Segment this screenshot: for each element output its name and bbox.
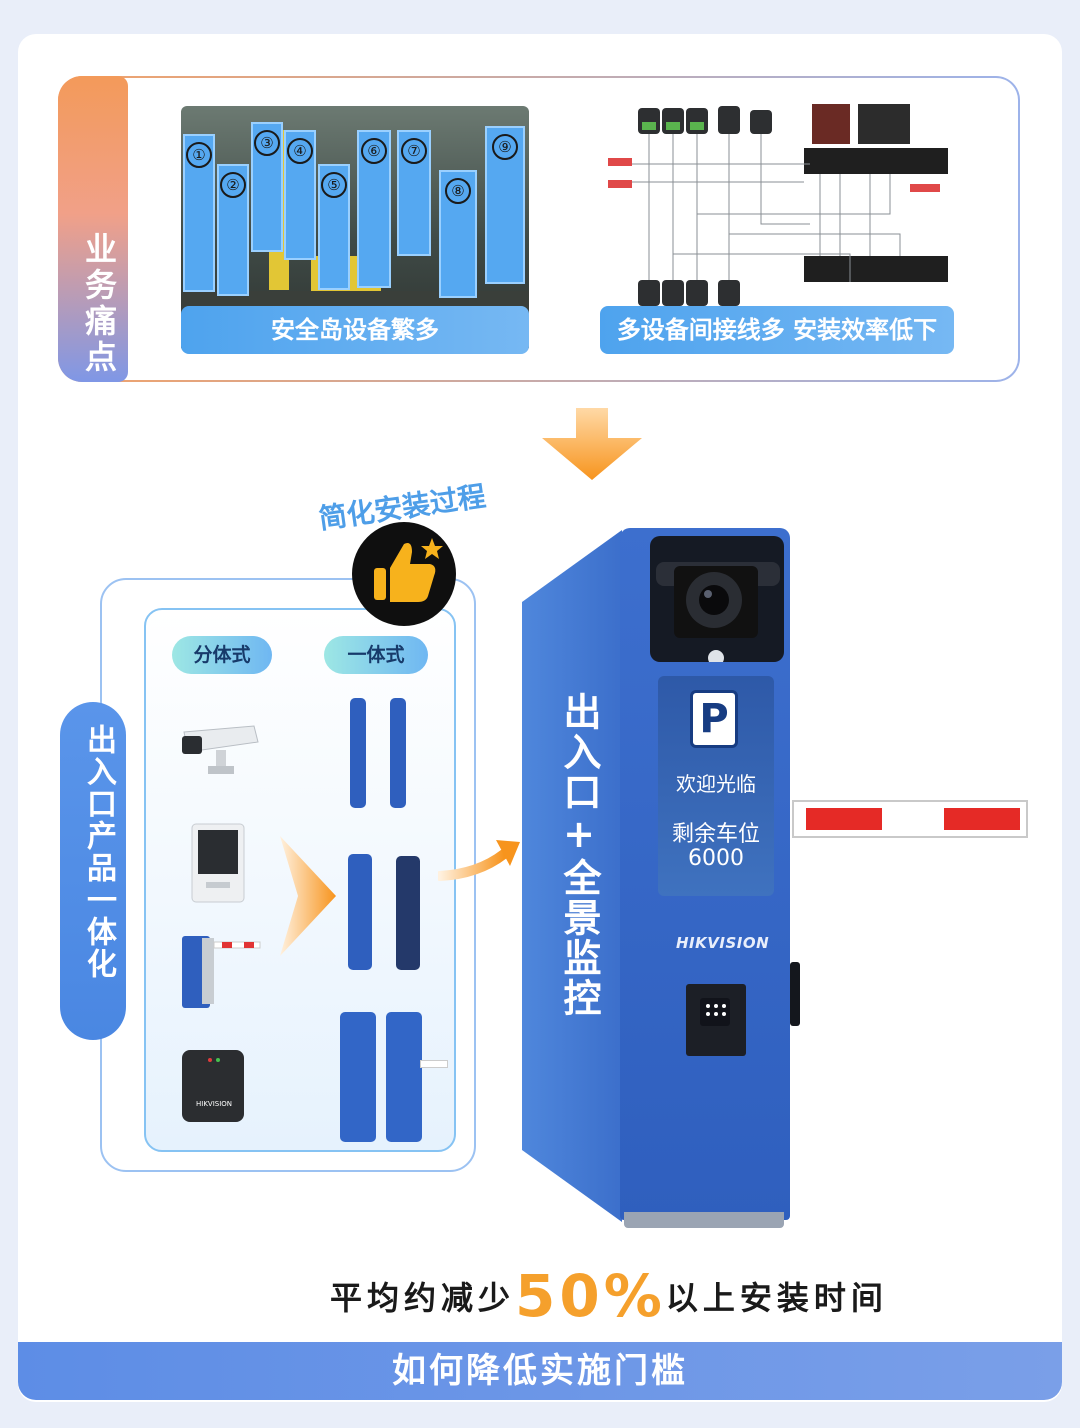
slot-number: ③ xyxy=(254,130,280,156)
qr-scanner-icon xyxy=(686,984,746,1056)
slot-number: ① xyxy=(186,142,212,168)
terminal-base xyxy=(624,1212,784,1228)
brand-logo: HIKVISION xyxy=(676,934,770,952)
device-slot-9: ⑨ xyxy=(485,126,525,284)
footer-title: 如何降低实施门槛 xyxy=(18,1342,1062,1400)
device-slot-6: ⑥ xyxy=(357,130,391,288)
integration-side-label: 出入口产品一体化 xyxy=(81,724,116,980)
parking-display-screen: P 欢迎光临 剩余车位 6000 xyxy=(658,676,774,896)
slot-number: ⑤ xyxy=(321,172,347,198)
bullet-camera-icon xyxy=(182,725,259,774)
screen-welcome-text: 欢迎光临 xyxy=(676,772,756,796)
integrated-post-2 xyxy=(390,698,406,808)
integrated-type-pill: 一体式 xyxy=(324,636,428,674)
mini-barrier-arm xyxy=(420,1060,448,1068)
slot-number: ⑦ xyxy=(401,138,427,164)
split-type-pill: 分体式 xyxy=(172,636,272,674)
wiring-diagram xyxy=(608,104,948,306)
slot-number: ② xyxy=(220,172,246,198)
chevron-right-icon xyxy=(280,836,336,956)
slot-number: ⑥ xyxy=(361,138,387,164)
summary-line: 平均约减少50%以上安装时间 xyxy=(330,1262,888,1330)
device-slot-5: ⑤ xyxy=(318,164,350,290)
wiring-caption: 多设备间接线多 安装效率低下 xyxy=(600,306,954,354)
display-screen-icon xyxy=(191,823,245,903)
controller-box-icon xyxy=(182,1050,244,1122)
summary-prefix: 平均约减少 xyxy=(330,1279,516,1317)
integrated-post-5 xyxy=(340,1012,376,1142)
integrated-post-3 xyxy=(348,854,372,970)
integrated-post-1 xyxy=(350,698,366,808)
thumbs-up-icon xyxy=(352,522,456,626)
device-slot-3: ③ xyxy=(251,122,283,252)
device-slot-1: ① xyxy=(183,134,215,292)
terminal-vertical-text: 出入口+全景监控 xyxy=(557,692,601,1018)
barrier-gate-icon xyxy=(182,936,261,1008)
slot-number: ⑧ xyxy=(445,178,471,204)
curved-arrow-icon xyxy=(438,840,520,881)
summary-highlight: 50% xyxy=(515,1262,666,1330)
summary-suffix: 以上安装时间 xyxy=(665,1279,888,1317)
screen-spaces-value: 6000 xyxy=(688,846,744,871)
screen-spaces-label: 剩余车位 xyxy=(671,822,760,847)
pain-points-tab-label: 业务痛点 xyxy=(80,232,118,376)
slot-number: ④ xyxy=(287,138,313,164)
device-slot-2: ② xyxy=(217,164,249,296)
parking-p-icon: P xyxy=(690,690,738,748)
integration-side-tab: 出入口产品一体化 xyxy=(60,702,126,1040)
barrier-arm xyxy=(792,800,1028,838)
terminal-side-slot xyxy=(790,962,800,1026)
pain-points-tab: 业务痛点 xyxy=(58,76,128,382)
camera-lens-icon xyxy=(650,536,784,662)
photo-caption: 安全岛设备繁多 xyxy=(181,306,529,354)
down-arrow-icon xyxy=(542,408,642,480)
device-slot-4: ④ xyxy=(284,130,316,260)
terminal-side-panel xyxy=(522,530,622,1222)
integrated-post-6 xyxy=(386,1012,422,1142)
device-slot-7: ⑦ xyxy=(397,130,431,256)
slot-number: ⑨ xyxy=(492,134,518,160)
controller-brand-text: HIKVISION xyxy=(196,1100,233,1108)
integrated-post-4 xyxy=(396,856,420,970)
device-slot-8: ⑧ xyxy=(439,170,477,298)
